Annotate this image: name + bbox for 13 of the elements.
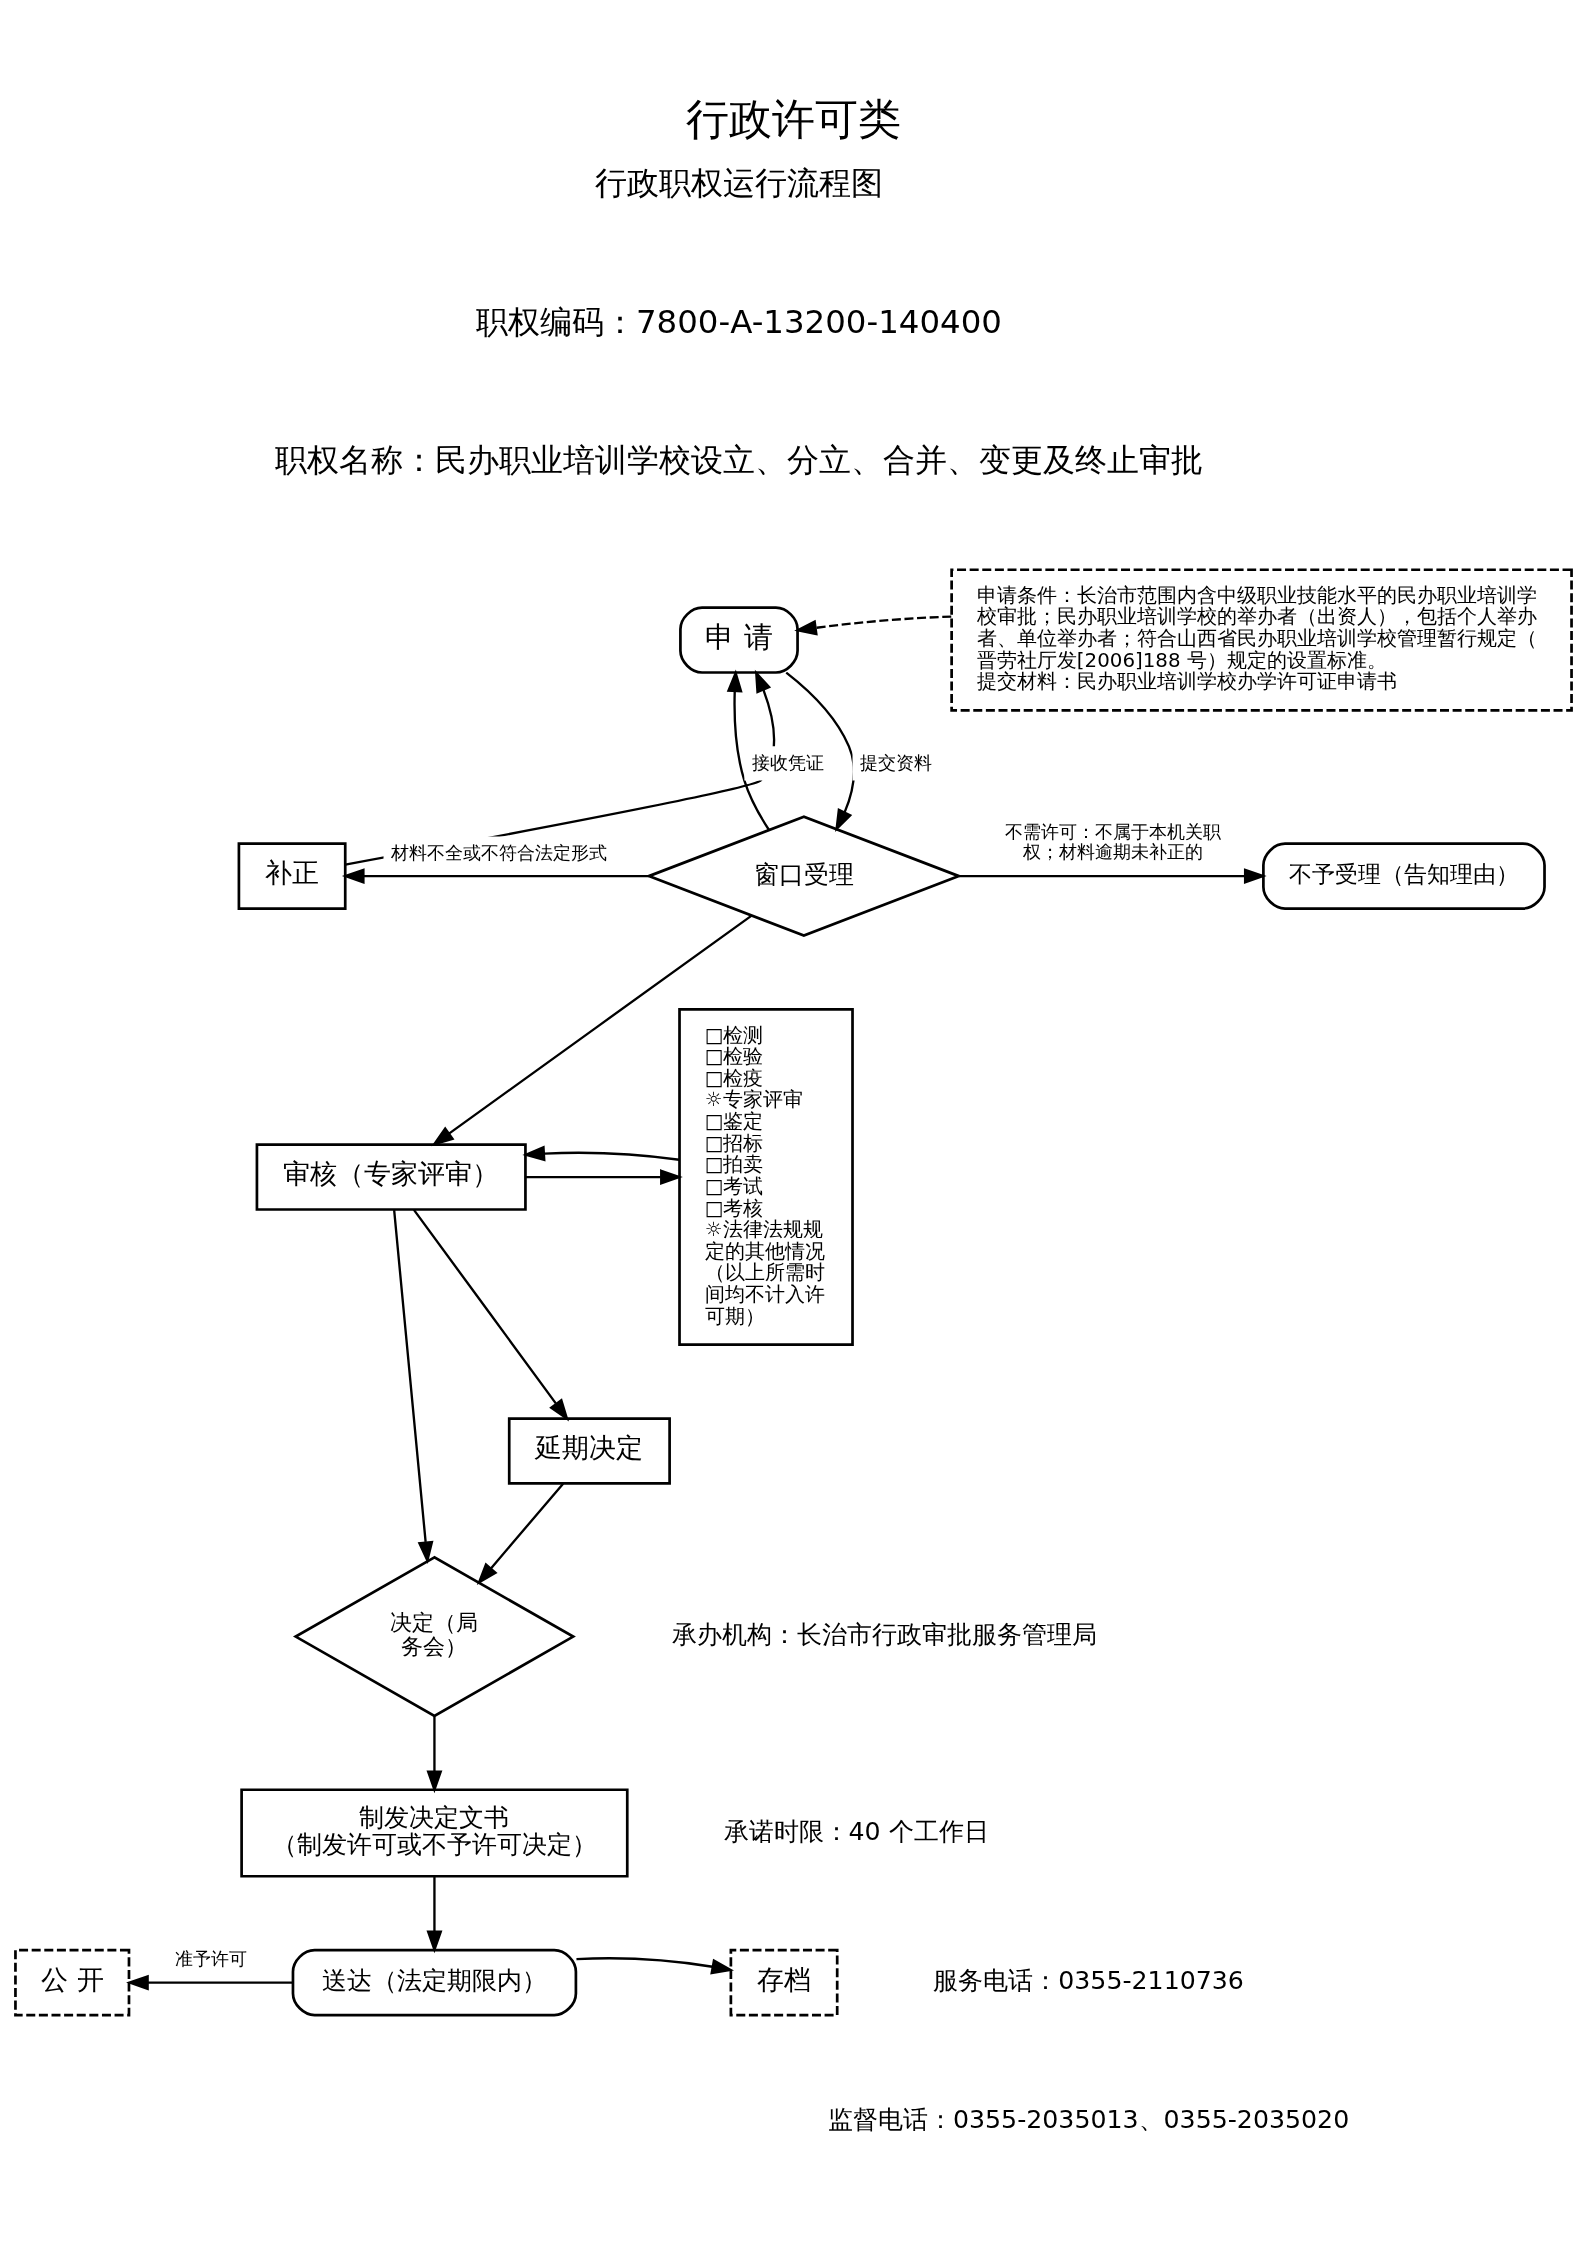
edge-label: 接收凭证 — [751, 751, 824, 773]
label: 职权名称：民办职业培训学校设立、分立、合并、变更及终止审批 — [274, 440, 1203, 479]
label: 监督电话：0355-2035013、0355-2035020 — [827, 2104, 1350, 2134]
label: 行政职权运行流程图 — [594, 163, 883, 202]
edge-label: 准予许可 — [174, 1947, 247, 1969]
edge-label: 提交资料 — [859, 751, 932, 773]
diagram-title: 行政许可类 — [686, 93, 901, 144]
label: 服务电话：0355-2110736 — [933, 1965, 1244, 1995]
edge-label: 不需许可：不属于本机关职权；材料逾期未补正的 — [1004, 820, 1221, 862]
label: 承诺时限：40 个工作日 — [723, 1816, 989, 1846]
edge-label: 材料不全或不符合法定形式 — [390, 841, 607, 863]
label: 职权编码：7800-A-13200-140400 — [475, 302, 1002, 341]
label: 承办机构：长治市行政审批服务管理局 — [672, 1619, 1098, 1649]
